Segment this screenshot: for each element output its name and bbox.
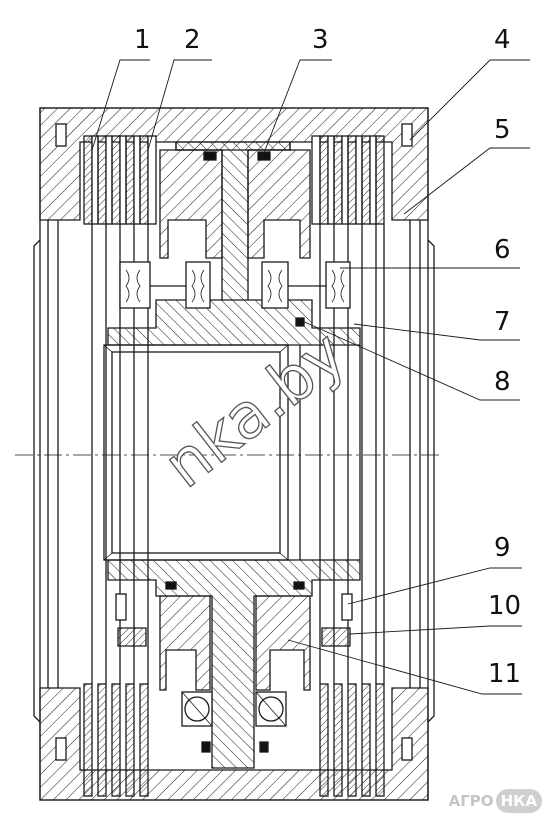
snap-ring-top-right (401, 123, 413, 147)
callout-10: 10 (488, 591, 521, 621)
friction-disc-pack-right (311, 135, 385, 684)
callout-9: 9 (494, 533, 511, 563)
logo-prefix: АГРО (448, 792, 494, 810)
pressure-ring-lower-right (321, 627, 351, 647)
piston-upper-left (159, 149, 223, 259)
callout-4: 4 (494, 25, 511, 55)
seal-lower-left (165, 581, 177, 590)
friction-disc-pack-bottom (83, 683, 385, 797)
piston-upper-right (247, 149, 311, 259)
callout-1: 1 (134, 25, 151, 55)
callout-6: 6 (494, 235, 511, 265)
return-springs (119, 261, 351, 309)
piston-lower-left (159, 595, 211, 691)
snap-ring-bottom-right (401, 737, 413, 761)
callout-7: 7 (494, 307, 511, 337)
leader-lines (91, 59, 530, 695)
logo-badge: НКА (495, 789, 542, 813)
friction-disc-pack-left (83, 135, 157, 684)
callout-2: 2 (184, 25, 201, 55)
retaining-ring-lower-right (341, 593, 353, 621)
callout-3: 3 (312, 25, 329, 55)
bearing-right (255, 691, 287, 727)
seal-bottom-right (259, 741, 269, 753)
bearing-left (181, 691, 213, 727)
central-hub-lower (107, 559, 361, 769)
spline-bore (103, 344, 361, 561)
seal-lower-right (293, 581, 305, 590)
callout-8: 8 (494, 367, 511, 397)
retaining-ring-lower-left (115, 593, 127, 621)
snap-ring-bottom-left (55, 737, 67, 761)
brand-logo: АГРО НКА (449, 789, 542, 813)
seal-bottom-left (201, 741, 211, 753)
callout-11: 11 (488, 659, 521, 689)
piston-lower-right (255, 595, 311, 691)
seal-top-left (203, 151, 217, 161)
snap-ring-top-left (55, 123, 67, 147)
callout-5: 5 (494, 115, 511, 145)
pressure-ring-lower-left (117, 627, 147, 647)
